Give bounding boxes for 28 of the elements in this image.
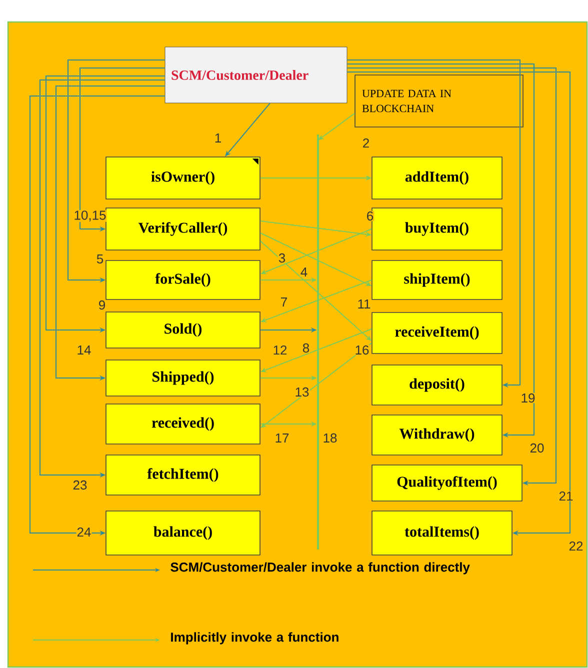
edge-label: 10,15 — [73, 210, 107, 222]
edge-label: 14 — [76, 345, 92, 355]
function-box: fetchItem() — [106, 454, 260, 496]
function-box: balance() — [106, 510, 260, 556]
function-box: totalItems() — [372, 510, 512, 556]
arrow — [346, 64, 534, 438]
note-box: UPDATE DATA IN BLOCKCHAIN — [354, 74, 524, 128]
function-box: buyItem() — [372, 208, 502, 250]
function-box: forSale() — [106, 260, 260, 300]
function-box: Sold() — [106, 312, 260, 348]
function-box: Withdraw() — [372, 414, 502, 456]
function-box: isOwner() — [106, 156, 260, 200]
arrow — [346, 68, 556, 486]
function-box: VerifyCaller() — [106, 208, 260, 250]
arrow — [346, 72, 570, 536]
legend-text: SCM/Customer/Dealer invoke a function directly — [170, 562, 470, 574]
function-box: QualityofItem() — [372, 464, 522, 502]
function-box: addItem() — [372, 156, 502, 200]
arrow — [346, 60, 520, 388]
function-box: Shipped() — [106, 360, 260, 396]
function-box: receiveItem() — [372, 312, 502, 354]
function-box: deposit() — [372, 364, 502, 406]
legend-text: Implicitly invoke a function — [171, 632, 338, 644]
actor-box: SCM/Customer/Dealer — [164, 46, 348, 104]
edge-label: 17 — [274, 433, 290, 443]
edge-label: 11 — [356, 299, 372, 309]
function-box: received() — [106, 404, 260, 444]
function-box: shipItem() — [372, 260, 502, 300]
